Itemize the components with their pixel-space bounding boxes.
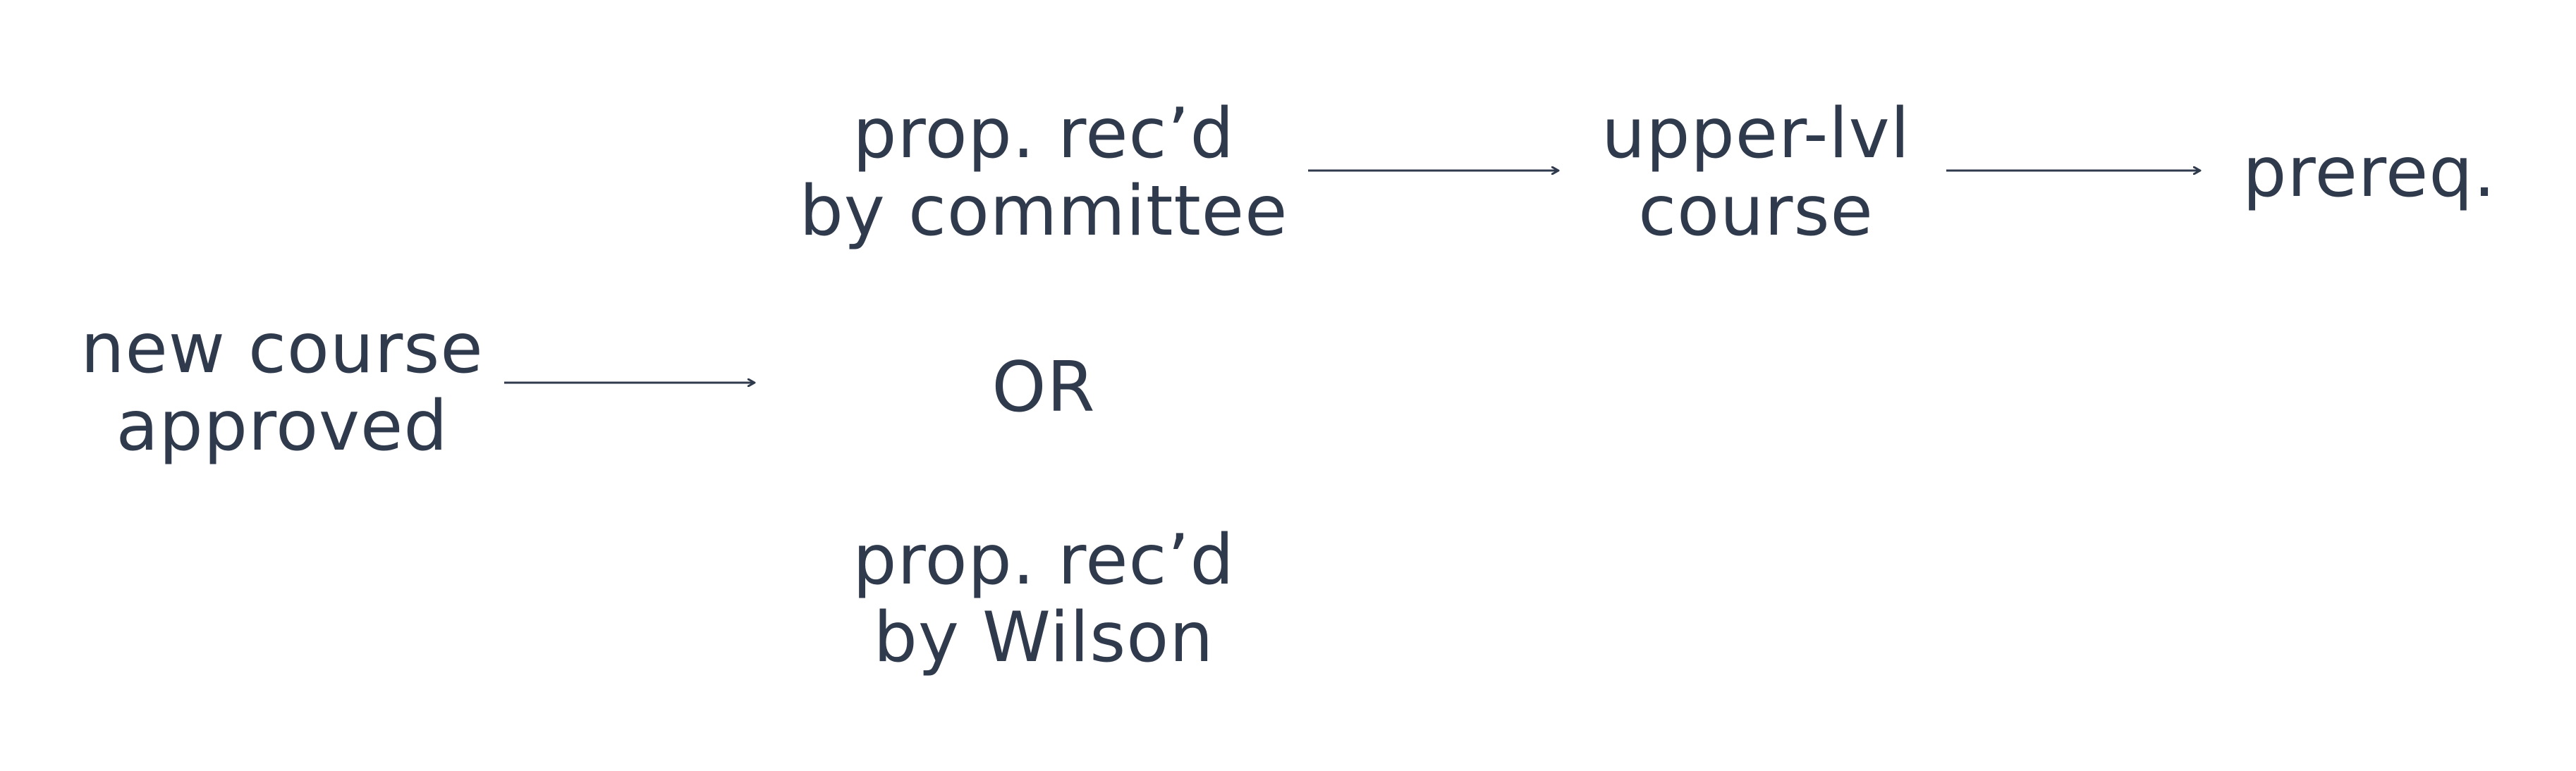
- node-committee-line2: by committee: [799, 171, 1288, 252]
- node-committee-line1: prop. rec’d: [853, 94, 1235, 174]
- or-label: OR: [903, 349, 1185, 426]
- node-prop-recd-by-committee: prop. rec’d by committee: [783, 95, 1305, 250]
- node-prop-recd-by-wilson: prop. rec’d by Wilson: [783, 522, 1305, 677]
- node-upper-line2: course: [1638, 171, 1874, 252]
- or-label-text: OR: [991, 347, 1096, 428]
- node-new-course-line1: new course: [80, 309, 484, 389]
- node-wilson-line2: by Wilson: [873, 598, 1214, 678]
- node-upper-lvl-course: upper-lvl course: [1580, 95, 1932, 250]
- node-new-course-line2: approved: [116, 386, 448, 467]
- node-new-course-approved: new course approved: [71, 310, 494, 465]
- node-prereq-text: prereq.: [2242, 132, 2496, 213]
- node-wilson-line1: prop. rec’d: [853, 520, 1235, 600]
- node-prereq: prereq.: [2221, 134, 2517, 211]
- node-upper-line1: upper-lvl: [1601, 94, 1910, 174]
